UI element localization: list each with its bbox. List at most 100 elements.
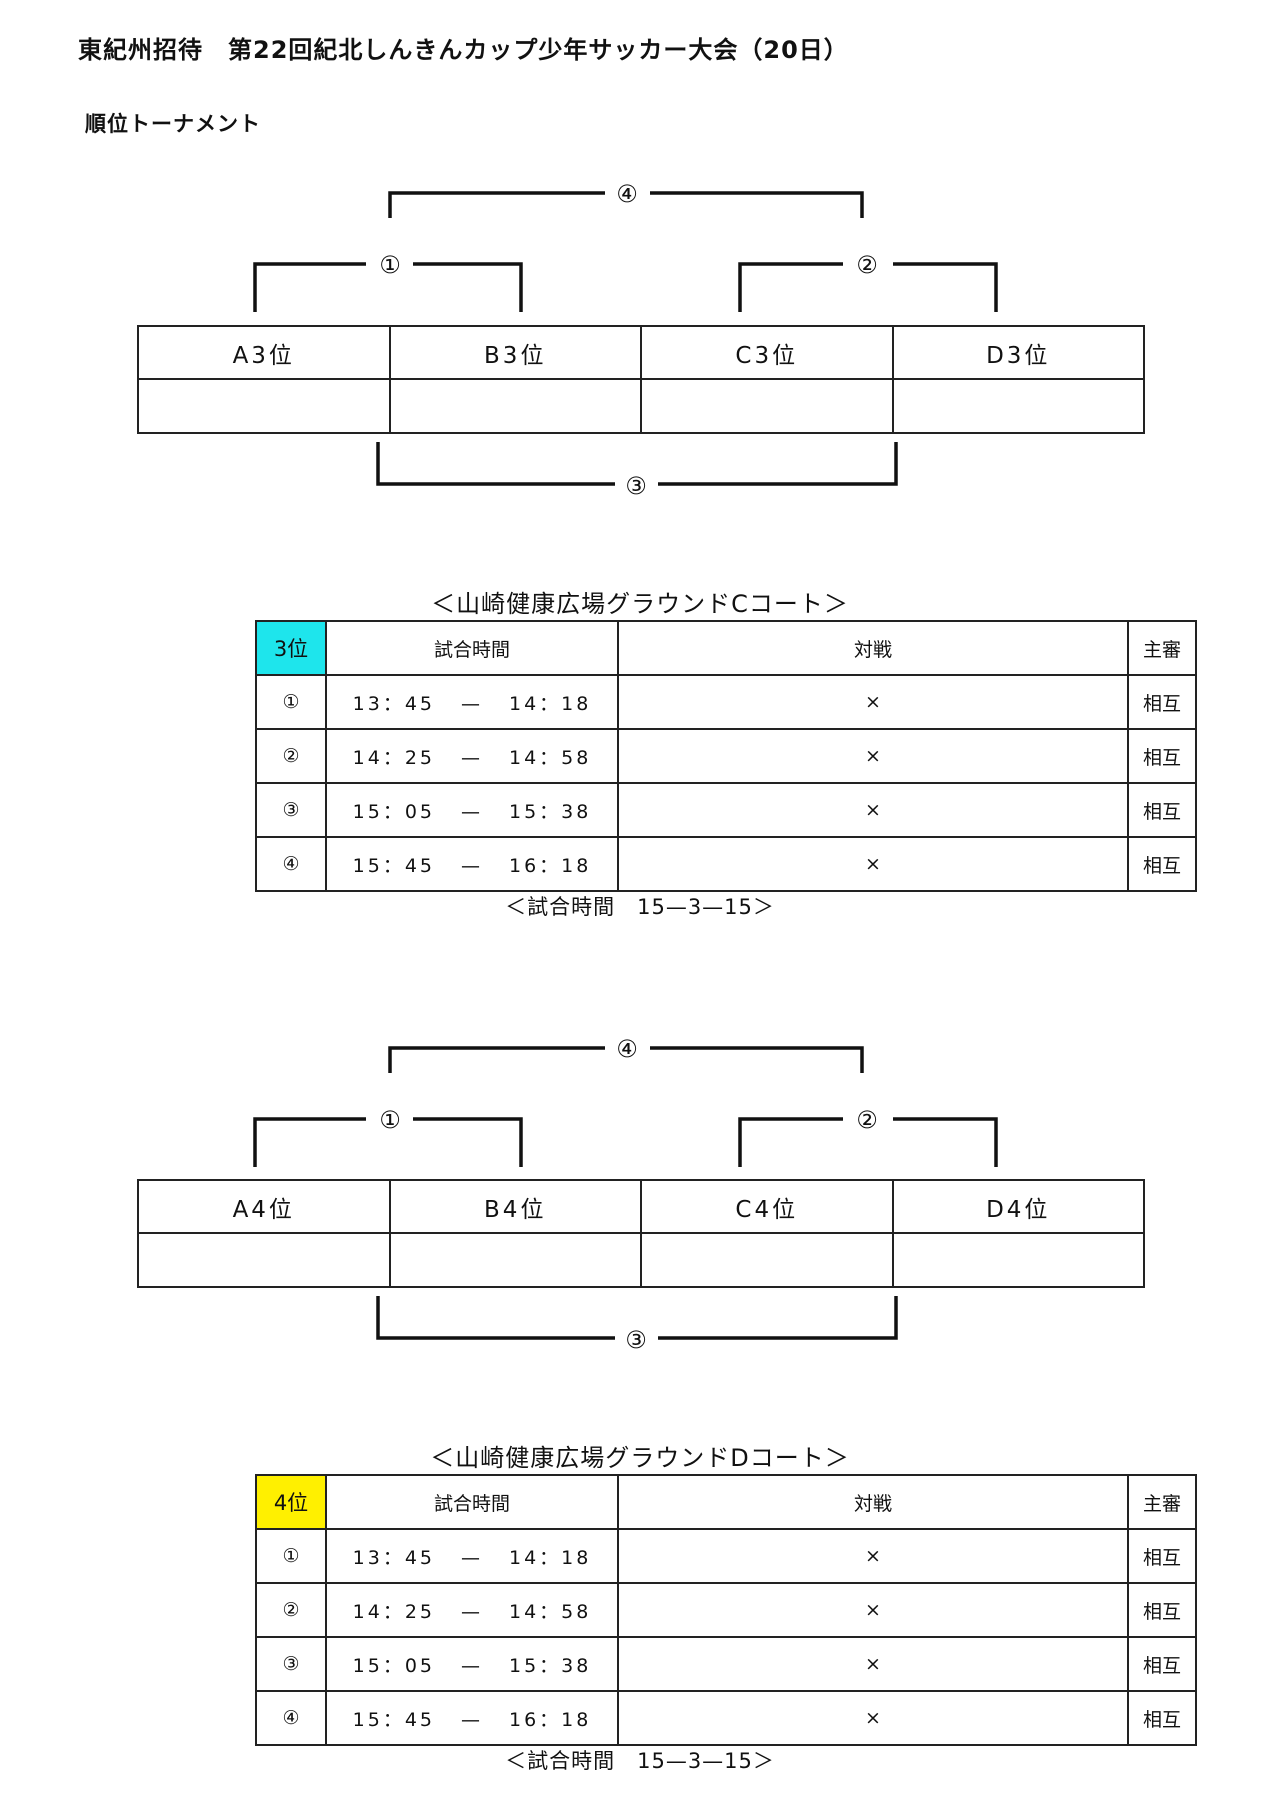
match-number: ② [255, 1582, 327, 1638]
match-cell: × [617, 782, 1129, 838]
result-cell [640, 1232, 894, 1288]
table-row: ② 14：25—14：58 × 相互 [255, 1582, 1197, 1638]
match-time: 15：05—15：38 [325, 1636, 619, 1692]
bracket-line [413, 1117, 523, 1167]
page-title: 東紀州招待 第22回紀北しんきんカップ少年サッカー大会（20日） [78, 36, 849, 64]
match-cell: × [617, 674, 1129, 730]
tournament-bracket-top: ④ ① ② [253, 180, 998, 312]
page-subtitle: 順位トーナメント [85, 112, 261, 136]
result-cell [388, 1232, 642, 1288]
match-time: 14：25—14：58 [325, 1582, 619, 1638]
referee-header: 主審 [1127, 620, 1197, 676]
match-label-1: ① [379, 251, 401, 279]
team-cell: D3位 [891, 325, 1145, 380]
result-cell [891, 378, 1145, 434]
bracket-line [738, 1117, 843, 1167]
team-cell: B4位 [388, 1179, 642, 1234]
team-table-top: A3位 B3位 C3位 D3位 [137, 325, 1145, 434]
team-cell: B3位 [388, 325, 642, 380]
referee-cell: 相互 [1127, 836, 1197, 892]
match-time: 15：45—16：18 [325, 1690, 619, 1746]
table-row: ④ 15：45—16：18 × 相互 [255, 1690, 1197, 1746]
match-cell: × [617, 1582, 1129, 1638]
table-row: ① 13：45—14：18 × 相互 [255, 1528, 1197, 1584]
table-header-row: 4位 試合時間 対戦 主審 [255, 1474, 1197, 1530]
referee-cell: 相互 [1127, 1690, 1197, 1746]
time-header: 試合時間 [325, 1474, 619, 1530]
tournament-bracket-bottom: ③ [376, 1296, 898, 1354]
match-number: ③ [255, 1636, 327, 1692]
match-number: ④ [255, 1690, 327, 1746]
court-label: ＜山崎健康広場グラウンドCコート＞ [431, 590, 849, 618]
match-number: ③ [255, 782, 327, 838]
bracket-line [253, 1117, 366, 1167]
referee-header: 主審 [1127, 1474, 1197, 1530]
referee-cell: 相互 [1127, 1528, 1197, 1584]
bracket-line [893, 262, 998, 312]
referee-cell: 相互 [1127, 782, 1197, 838]
referee-cell: 相互 [1127, 1636, 1197, 1692]
referee-cell: 相互 [1127, 1582, 1197, 1638]
result-cell [137, 1232, 391, 1288]
table-row: ④ 15：45—16：18 × 相互 [255, 836, 1197, 892]
bracket-line [388, 1046, 605, 1073]
bracket-line [253, 262, 366, 312]
bracket-line [650, 191, 864, 218]
result-cell [640, 378, 894, 434]
rank-badge: 4位 [255, 1474, 327, 1530]
bracket-line [388, 191, 605, 218]
team-cell: C3位 [640, 325, 894, 380]
team-cell: A3位 [137, 325, 391, 380]
tournament-bracket-top: ④ ① ② [253, 1035, 998, 1167]
bracket-line [376, 442, 615, 486]
schedule-table: 4位 試合時間 対戦 主審 ① 13：45—14：18 × 相互 ② 14：25… [255, 1474, 1197, 1746]
court-label: ＜山崎健康広場グラウンドDコート＞ [430, 1444, 850, 1472]
match-label-3: ③ [625, 1326, 647, 1354]
match-time: 14：25—14：58 [325, 728, 619, 784]
match-duration-note: ＜試合時間 15—3—15＞ [505, 895, 775, 919]
time-header: 試合時間 [325, 620, 619, 676]
bracket-line [413, 262, 523, 312]
match-header: 対戦 [617, 1474, 1129, 1530]
match-cell: × [617, 1690, 1129, 1746]
match-label-4: ④ [616, 1035, 638, 1063]
match-number: ④ [255, 836, 327, 892]
match-cell: × [617, 836, 1129, 892]
match-label-4: ④ [616, 180, 638, 208]
match-label-1: ① [379, 1106, 401, 1134]
bracket-line [738, 262, 843, 312]
result-cell [891, 1232, 1145, 1288]
match-number: ① [255, 674, 327, 730]
team-cell: C4位 [640, 1179, 894, 1234]
table-row: ① 13：45—14：18 × 相互 [255, 674, 1197, 730]
team-cell: A4位 [137, 1179, 391, 1234]
result-cell [137, 378, 391, 434]
match-duration-note: ＜試合時間 15—3—15＞ [505, 1749, 775, 1773]
match-cell: × [617, 1636, 1129, 1692]
result-cell [388, 378, 642, 434]
match-cell: × [617, 1528, 1129, 1584]
table-row: ③ 15：05—15：38 × 相互 [255, 782, 1197, 838]
bracket-line [893, 1117, 998, 1167]
team-cell: D4位 [891, 1179, 1145, 1234]
match-number: ② [255, 728, 327, 784]
match-time: 13：45—14：18 [325, 1528, 619, 1584]
match-time: 15：05—15：38 [325, 782, 619, 838]
referee-cell: 相互 [1127, 728, 1197, 784]
match-number: ① [255, 1528, 327, 1584]
match-label-2: ② [856, 1106, 878, 1134]
referee-cell: 相互 [1127, 674, 1197, 730]
match-header: 対戦 [617, 620, 1129, 676]
match-label-2: ② [856, 251, 878, 279]
table-row: ③ 15：05—15：38 × 相互 [255, 1636, 1197, 1692]
match-cell: × [617, 728, 1129, 784]
bracket-line [376, 1296, 615, 1340]
bracket-line [658, 1296, 898, 1340]
table-row: ② 14：25—14：58 × 相互 [255, 728, 1197, 784]
rank-badge: 3位 [255, 620, 327, 676]
team-table-bottom: A4位 B4位 C4位 D4位 [137, 1179, 1145, 1288]
bracket-line [650, 1046, 864, 1073]
schedule-table: 3位 試合時間 対戦 主審 ① 13：45—14：18 × 相互 ② 14：25… [255, 620, 1197, 892]
match-time: 15：45—16：18 [325, 836, 619, 892]
match-label-3: ③ [625, 472, 647, 500]
